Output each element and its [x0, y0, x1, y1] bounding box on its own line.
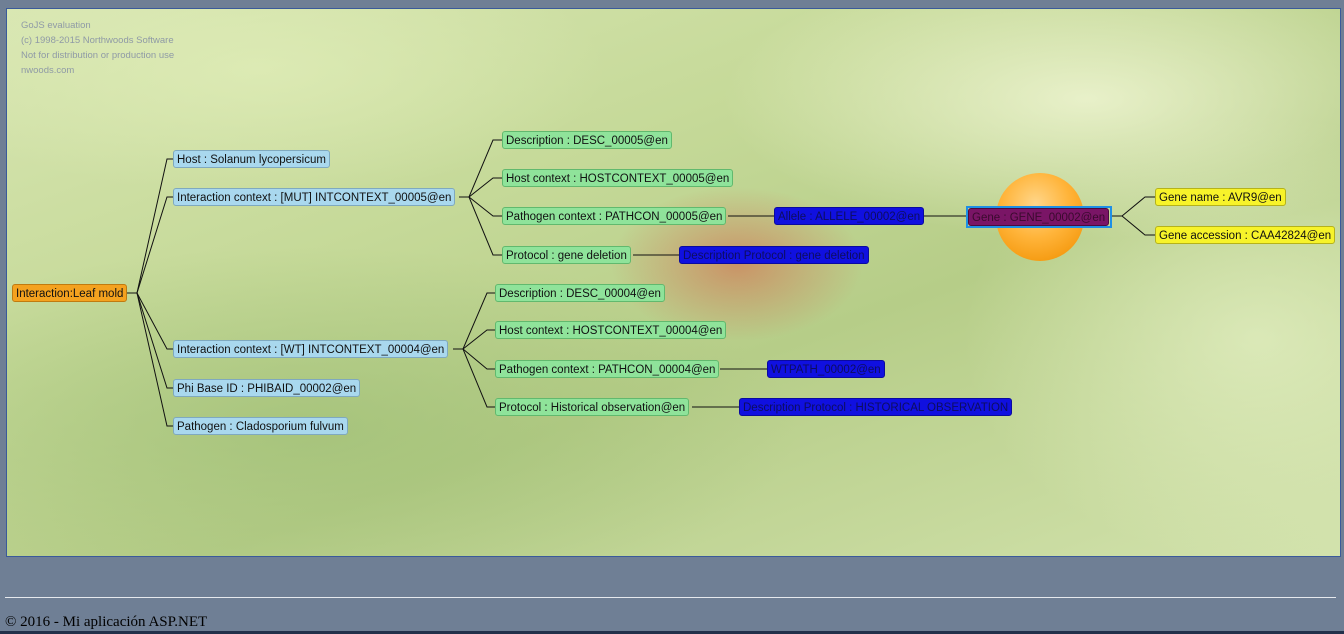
link — [127, 158, 173, 294]
footer-copyright: © 2016 - Mi aplicación ASP.NET — [5, 614, 208, 630]
link — [453, 348, 495, 408]
description-5-node[interactable]: Description : DESC_00005@en — [502, 131, 672, 149]
host-node[interactable]: Host : Solanum lycopersicum — [173, 150, 330, 168]
link — [1112, 196, 1155, 217]
protocol-5-node[interactable]: Protocol : gene deletion — [502, 246, 631, 264]
link — [459, 177, 502, 198]
watermark-line: nwoods.com — [21, 65, 75, 76]
interaction-context-mut-node[interactable]: Interaction context : [MUT] INTCONTEXT_0… — [173, 188, 456, 206]
watermark-line: Not for distribution or production use — [21, 50, 175, 61]
footer-divider — [5, 597, 1336, 598]
description-4-node[interactable]: Description : DESC_00004@en — [495, 284, 665, 302]
link — [127, 292, 173, 389]
phibase-id-node[interactable]: Phi Base ID : PHIBAID_00002@en — [173, 379, 361, 397]
description-protocol-5-node[interactable]: Description Protocol : gene deletion — [679, 246, 869, 264]
protocol-4-node[interactable]: Protocol : Historical observation@en — [495, 398, 690, 416]
gene-name-node[interactable]: Gene name : AVR9@en — [1155, 188, 1286, 206]
tree-links — [127, 139, 1155, 427]
host-context-5-node[interactable]: Host context : HOSTCONTEXT_00005@en — [502, 169, 734, 187]
allele-node[interactable]: Allele : ALLELE_00002@en — [774, 207, 925, 225]
link — [127, 292, 173, 350]
selection-adornment — [966, 206, 1112, 228]
pathogen-node[interactable]: Pathogen : Cladosporium fulvum — [173, 417, 348, 435]
evaluation-watermark: GoJS evaluation (c) 1998-2015 Northwoods… — [21, 18, 174, 78]
link — [453, 329, 495, 350]
link — [127, 196, 173, 294]
gene-accession-node[interactable]: Gene accession : CAA42824@en — [1155, 226, 1336, 244]
pathogen-context-5-node[interactable]: Pathogen context : PATHCON_00005@en — [502, 207, 727, 225]
root-node[interactable]: Interaction:Leaf mold — [12, 284, 128, 302]
pathogen-context-4-node[interactable]: Pathogen context : PATHCON_00004@en — [495, 360, 720, 378]
link — [453, 348, 495, 370]
watermark-line: GoJS evaluation — [21, 20, 91, 31]
diagram-canvas[interactable]: GoJS evaluation (c) 1998-2015 Northwoods… — [6, 8, 1341, 557]
link — [459, 196, 502, 217]
description-protocol-4-node[interactable]: Description Protocol : HISTORICAL OBSERV… — [739, 398, 1013, 416]
bottom-bar — [0, 631, 1344, 634]
gene-node[interactable]: Gene : GENE_00002@en — [968, 208, 1110, 226]
host-context-4-node[interactable]: Host context : HOSTCONTEXT_00004@en — [495, 321, 727, 339]
link — [459, 196, 502, 256]
link — [1112, 215, 1155, 236]
link — [127, 292, 173, 427]
wtpath-node[interactable]: WTPATH_00002@en — [767, 360, 885, 378]
interaction-context-wt-node[interactable]: Interaction context : [WT] INTCONTEXT_00… — [173, 340, 449, 358]
watermark-line: (c) 1998-2015 Northwoods Software — [21, 35, 174, 46]
